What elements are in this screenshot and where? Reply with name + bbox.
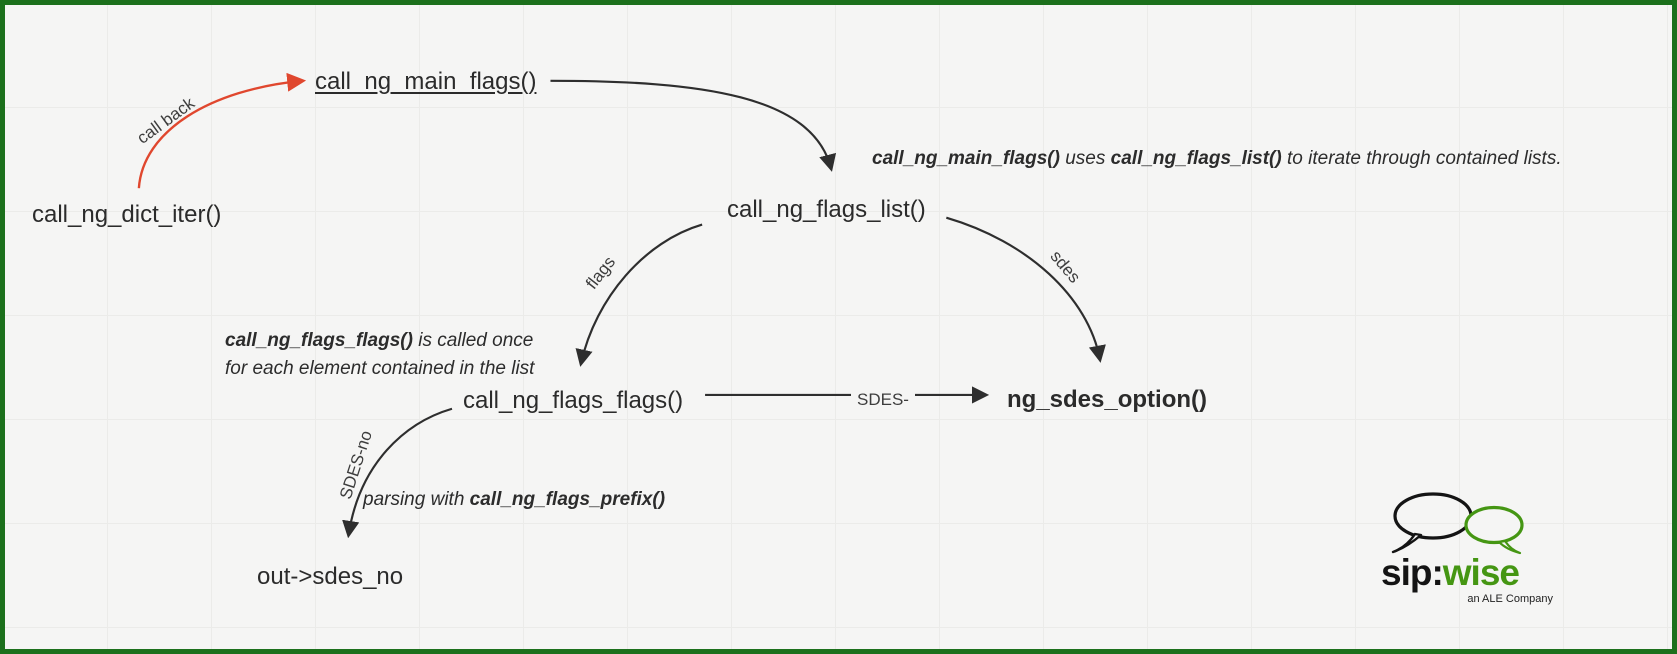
- edge-label-call-back: call back: [133, 93, 199, 148]
- node-call-ng-flags-flags: call_ng_flags_flags(): [463, 387, 684, 414]
- note-flags-flags: call_ng_flags_flags() is called once for…: [225, 327, 534, 383]
- edge-list-to-sdes-arrow: [946, 216, 1106, 363]
- node-call-ng-dict-iter: call_ng_dict_iter(): [32, 201, 222, 228]
- note-flags-flags-text1: is called once: [412, 330, 534, 351]
- edge-list-to-flags-arrow: [575, 223, 703, 367]
- note-main-flags-bold1: call_ng_main_flags(): [872, 148, 1060, 169]
- note-main-flags: call_ng_main_flags() uses call_ng_flags_…: [872, 145, 1562, 173]
- edge-label-sdes: sdes: [1046, 246, 1085, 287]
- edge-label-sdes-dash: SDES-: [851, 390, 915, 410]
- note-prefix-bold: call_ng_flags_prefix(): [469, 489, 666, 510]
- note-main-flags-text1: uses: [1059, 148, 1111, 169]
- sipwise-wordmark: sip:wise: [1381, 554, 1557, 591]
- logo-tagline: an ALE Company: [1467, 593, 1553, 605]
- edge-main-to-list-arrow: [550, 79, 837, 172]
- note-flags-flags-line1: call_ng_flags_flags() is called once: [225, 327, 534, 355]
- note-flags-flags-line2: for each element contained in the list: [225, 358, 535, 379]
- note-prefix-text: parsing with: [363, 489, 470, 510]
- edge-label-flags: flags: [582, 252, 620, 293]
- sipwise-logo: sip:wise an ALE Company: [1381, 491, 1557, 605]
- node-out-sdes-no: out->sdes_no: [257, 563, 404, 590]
- node-call-ng-main-flags: call_ng_main_flags(): [315, 68, 537, 95]
- wordmark-sip: sip:: [1381, 552, 1444, 593]
- note-main-flags-bold2: call_ng_flags_list(): [1110, 148, 1282, 169]
- node-ng-sdes-option: ng_sdes_option(): [1007, 386, 1208, 413]
- node-call-ng-flags-list: call_ng_flags_list(): [727, 196, 926, 223]
- note-main-flags-text2: to iterate through contained lists.: [1281, 148, 1562, 169]
- note-flags-flags-bold: call_ng_flags_flags(): [225, 330, 413, 351]
- note-prefix: parsing with call_ng_flags_prefix(): [363, 486, 665, 514]
- wordmark-wise: wise: [1442, 552, 1520, 593]
- speech-bubbles-icon: [1391, 492, 1524, 555]
